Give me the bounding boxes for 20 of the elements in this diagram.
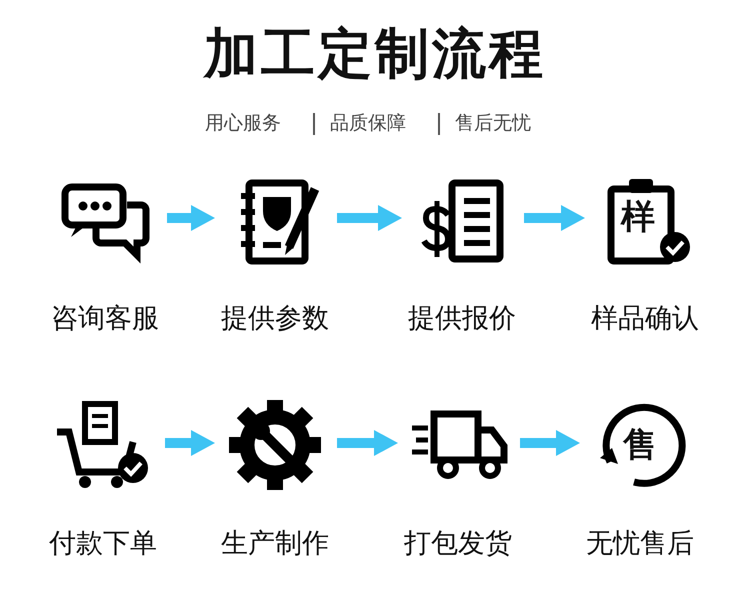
arrow (520, 430, 580, 456)
step-label: 付款下单 (48, 527, 158, 561)
step-label: 提供报价 (407, 302, 517, 336)
step-label: 咨询客服 (50, 302, 160, 336)
arrow (167, 205, 215, 231)
subtitle-text: 售后无忧 (455, 111, 531, 136)
step-label: 提供参数 (220, 302, 330, 336)
icon-character: 售 (623, 425, 657, 465)
step-label: 打包发货 (403, 527, 513, 561)
subtitle-text: 品质保障 (330, 111, 406, 136)
step-label: 无忧售后 (585, 527, 695, 561)
arrow (165, 430, 215, 456)
subtitle-text: 用心服务 (205, 111, 281, 136)
arrow (337, 430, 398, 456)
arrow (524, 205, 585, 231)
arrow (337, 205, 402, 231)
title: 加工定制流程 (202, 21, 547, 87)
step-label: 样品确认 (590, 302, 700, 336)
step-label: 生产制作 (220, 527, 330, 561)
icon-character: 样 (621, 197, 655, 237)
